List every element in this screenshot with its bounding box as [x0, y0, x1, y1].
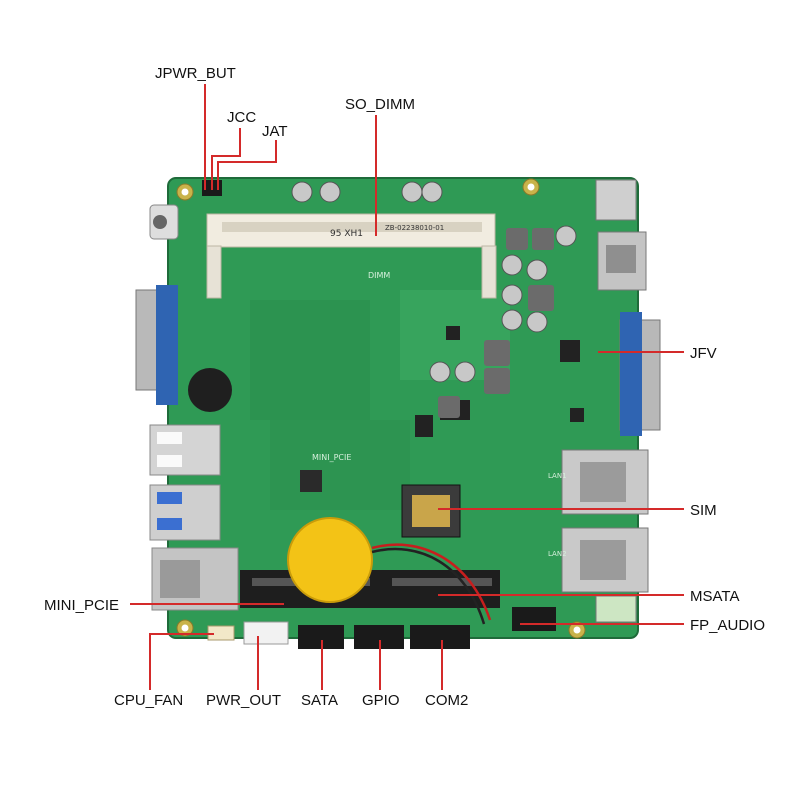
so-dimm-slot [206, 213, 497, 299]
buzzer [188, 368, 232, 412]
hdmi-port [597, 231, 647, 291]
label-com2: COM2 [425, 692, 468, 709]
leader-lines [130, 84, 684, 690]
label-sim: SIM [690, 502, 717, 519]
usb2-ports [149, 424, 221, 476]
lan1-port [561, 449, 649, 515]
board-model-label: ZB-02238010-01 [385, 224, 444, 232]
label-jat: JAT [262, 123, 288, 140]
pwr-out-header [243, 621, 289, 645]
usb3-ports [149, 484, 221, 541]
com2-header [410, 625, 470, 649]
label-jpwr-but: JPWR_BUT [155, 65, 236, 82]
msata-slot [380, 570, 500, 608]
label-sata: SATA [301, 692, 338, 709]
label-jcc: JCC [227, 109, 256, 126]
lan2-silkscreen: LAN2 [548, 550, 567, 558]
label-fp-audio: FP_AUDIO [690, 617, 765, 634]
label-mini-pcie: MINI_PCIE [44, 597, 119, 614]
label-gpio: GPIO [362, 692, 400, 709]
label-so-dimm: SO_DIMM [345, 96, 415, 113]
dimm-silkscreen: DIMM [368, 271, 390, 280]
dimm-print-label: 95 XH1 [330, 229, 363, 239]
lan-port-left [151, 547, 239, 611]
sim-slot [401, 484, 461, 538]
dc-jack [595, 179, 637, 221]
mini-pcie-silkscreen: MINI_PCIE [312, 453, 351, 462]
lan2-port [561, 527, 649, 593]
label-jfv: JFV [690, 345, 717, 362]
fp-audio-header [512, 607, 556, 631]
audio-out-jack [595, 595, 637, 623]
audio-jack [149, 204, 179, 240]
label-msata: MSATA [690, 588, 739, 605]
com-port-db9 [135, 285, 178, 405]
label-pwr-out: PWR_OUT [206, 692, 281, 709]
label-cpu-fan: CPU_FAN [114, 692, 183, 709]
lan1-silkscreen: LAN1 [548, 472, 567, 480]
capacitors [291, 181, 577, 418]
vga-port [619, 312, 661, 436]
cmos-battery [287, 517, 492, 625]
